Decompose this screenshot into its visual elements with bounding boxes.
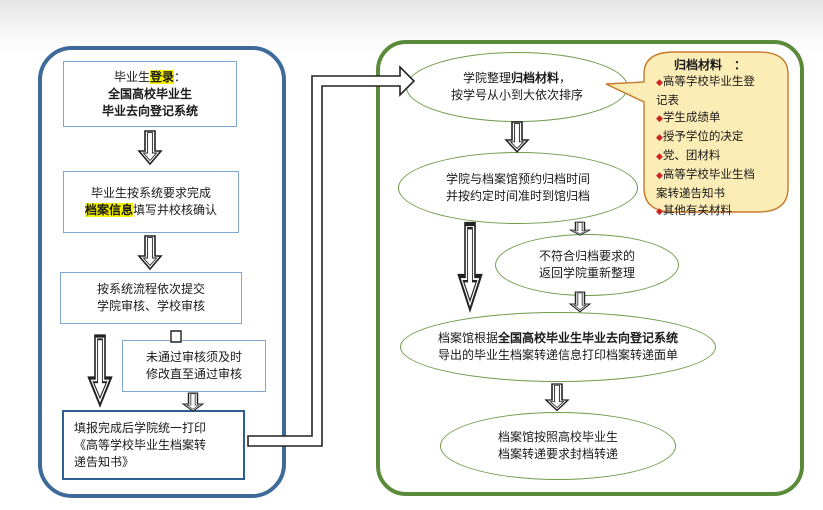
materials-list-item: ◆党、团材料 xyxy=(656,147,784,166)
noncompliant-line1: 不符合归档要求的 xyxy=(538,249,635,263)
transfer-slip-bold: 全国高校毕业生毕业去向登记系统 xyxy=(498,331,679,345)
transfer-slip-line2: 导出的毕业生档案转递信息打印档案转递面单 xyxy=(437,348,678,362)
materials-list-item: ◆其他有关材料 xyxy=(656,202,784,221)
materials-list-item-text: 党、团材料 xyxy=(662,148,721,162)
fill-info-suffix: 填写并校核确认 xyxy=(133,203,218,217)
submit-review-step-box: 按系统流程依次提交 学院审核、学校审核 xyxy=(60,272,242,324)
materials-list-item: 记表 xyxy=(656,92,784,109)
seal-transfer-line1: 档案馆按照高校毕业生 xyxy=(497,430,618,444)
materials-list-item: ◆学生成绩单 xyxy=(656,109,784,128)
materials-list-item-text: 案转递告知书 xyxy=(656,186,725,200)
diamond-bullet-icon: ◆ xyxy=(656,207,663,217)
organize-line2: 按学号从小到大依次排序 xyxy=(450,88,583,102)
seal-transfer-line2: 档案转递要求封档转递 xyxy=(497,447,618,461)
appointment-line2: 并按约定时间准时到馆归档 xyxy=(445,189,590,203)
organize-bold: 归档材料 xyxy=(510,71,559,85)
login-step-prefix: 毕业生 xyxy=(113,69,150,84)
organize-prefix: 学院整理 xyxy=(462,71,511,85)
organize-materials-oval: 学院整理归档材料， 按学号从小到大依次排序 xyxy=(406,52,628,122)
noncompliant-line2: 返回学院重新整理 xyxy=(538,266,635,280)
materials-list-item: 案转递告知书 xyxy=(656,185,784,202)
submit-review-line2: 学院审核、学校审核 xyxy=(96,299,205,313)
materials-list-item: ◆高等学校毕业生登 xyxy=(656,73,784,92)
fill-info-highlight: 档案信息 xyxy=(84,203,133,217)
failed-review-line2: 修改直至通过审核 xyxy=(145,367,242,381)
diamond-bullet-icon: ◆ xyxy=(656,114,663,124)
print-notice-line1: 填报完成后学院统一打印 xyxy=(74,420,207,435)
appointment-line1: 学院与档案馆预约归档时间 xyxy=(445,172,590,186)
diamond-bullet-icon: ◆ xyxy=(656,152,663,162)
failed-review-step-box: 未通过审核须及时 修改直至通过审核 xyxy=(122,340,266,392)
materials-callout-title: 归档材料 ： xyxy=(674,58,747,72)
materials-list-item-text: 记表 xyxy=(656,93,679,107)
fill-info-step-box: 毕业生按系统要求完成 档案信息填写并校核确认 xyxy=(63,171,239,233)
materials-list-item: ◆高等学校毕业生档 xyxy=(656,166,784,185)
materials-list-item-text: 高等学校毕业生登 xyxy=(662,74,755,88)
print-notice-step-box: 填报完成后学院统一打印 《高等学校毕业生档案转 递告知书》 xyxy=(62,410,245,480)
diamond-bullet-icon: ◆ xyxy=(656,133,663,143)
submit-review-line1: 按系统流程依次提交 xyxy=(96,282,205,296)
appointment-oval: 学院与档案馆预约归档时间 并按约定时间准时到馆归档 xyxy=(398,152,638,224)
diamond-bullet-icon: ◆ xyxy=(656,78,663,88)
transfer-slip-prefix: 档案馆根据 xyxy=(437,331,498,345)
diamond-bullet-icon: ◆ xyxy=(656,171,663,181)
materials-list-item: ◆授予学位的决定 xyxy=(656,128,784,147)
fill-info-line1: 毕业生按系统要求完成 xyxy=(90,186,211,200)
materials-list-item-text: 授予学位的决定 xyxy=(662,129,744,143)
login-step-highlight: 登录 xyxy=(149,69,174,84)
print-notice-line3: 递告知书》 xyxy=(74,454,135,469)
print-transfer-slip-oval: 档案馆根据全国高校毕业生毕业去向登记系统 导出的毕业生档案转递信息打印档案转递面… xyxy=(400,312,716,382)
materials-list-item-text: 学生成绩单 xyxy=(662,110,721,124)
login-step-suffix: ： xyxy=(174,69,187,84)
print-notice-line2: 《高等学校毕业生档案转 xyxy=(74,437,207,452)
organize-suffix: ， xyxy=(559,71,572,85)
login-step-box: 毕业生登录： 全国高校毕业生 毕业去向登记系统 xyxy=(63,61,237,127)
materials-list: ◆高等学校毕业生登记表◆学生成绩单◆授予学位的决定◆党、团材料◆高等学校毕业生档… xyxy=(656,73,784,221)
seal-transfer-oval: 档案馆按照高校毕业生 档案转递要求封档转递 xyxy=(440,412,676,480)
materials-callout-content: 归档材料 ： ◆高等学校毕业生登记表◆学生成绩单◆授予学位的决定◆党、团材料◆高… xyxy=(656,56,784,221)
noncompliant-return-oval: 不符合归档要求的 返回学院重新整理 xyxy=(495,234,679,296)
materials-list-item-text: 其他有关材料 xyxy=(662,203,732,217)
login-step-line3: 毕业去向登记系统 xyxy=(101,103,198,118)
materials-list-item-text: 高等学校毕业生档 xyxy=(662,167,755,181)
login-step-line2: 全国高校毕业生 xyxy=(107,86,192,101)
failed-review-line1: 未通过审核须及时 xyxy=(145,350,242,364)
